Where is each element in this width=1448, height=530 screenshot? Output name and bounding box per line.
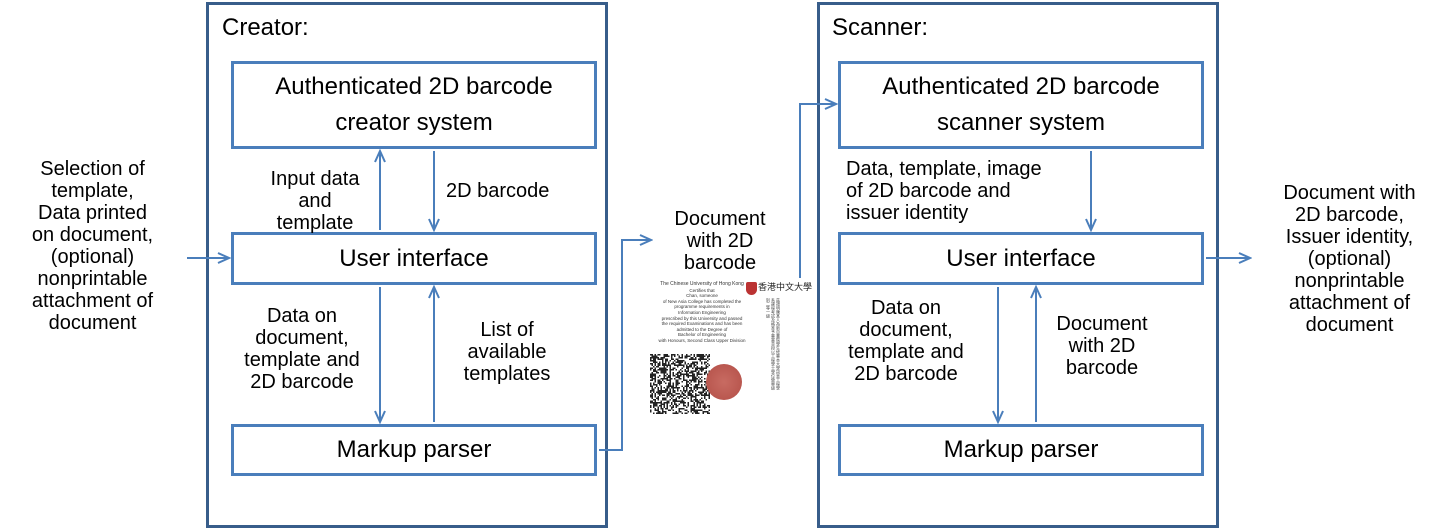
output-label-line: Document with: [1283, 182, 1416, 204]
middle-label-line: with 2D: [686, 230, 754, 252]
input-label-line: on document,: [31, 224, 154, 246]
input-label-line: document: [48, 312, 137, 334]
label-line: with 2D: [1068, 335, 1136, 357]
input-label-line: (optional): [50, 246, 135, 268]
creator-input-data-label: Input data and template: [256, 168, 374, 234]
doc-line: prescribed by this University and passed: [661, 315, 743, 321]
doc-line: Bachelor of Engineering: [677, 332, 727, 338]
red-seal-icon: [706, 364, 742, 400]
document-thumbnail: The Chinese University of Hong Kong Cert…: [640, 278, 816, 420]
output-label-line: nonprintable: [1294, 270, 1405, 292]
label-line: Input data: [270, 168, 360, 190]
label-line: template: [276, 212, 354, 234]
label-line: List of: [480, 319, 534, 341]
creator-list-templates-label: List of available templates: [446, 319, 568, 385]
university-crest-icon: [746, 282, 757, 295]
creator-ui-box: User interface: [231, 232, 597, 285]
scanner-data-on-document-label: Data on document, template and 2D barcod…: [834, 297, 978, 385]
output-label: Document with 2D barcode, Issuer identit…: [1262, 182, 1437, 336]
label-line: 2D barcode: [250, 371, 354, 393]
label-line: template and: [244, 349, 360, 371]
output-label-line: attachment of: [1288, 292, 1411, 314]
doc-line: programme requirements in: [674, 304, 730, 310]
creator-system-box: Authenticated 2D barcode creator system: [231, 61, 597, 149]
label-line: barcode: [1065, 357, 1139, 379]
label-line: 2D barcode: [854, 363, 958, 385]
label-line: document,: [255, 327, 349, 349]
creator-title: Creator:: [222, 14, 309, 41]
creator-data-on-document-label: Data on document, template and 2D barcod…: [232, 305, 372, 393]
label-line: available: [467, 341, 547, 363]
doc-line: The Chinese University of Hong Kong: [660, 281, 744, 287]
middle-label: Document with 2D barcode: [655, 208, 785, 274]
doc-line: Information Engineering: [678, 309, 726, 315]
input-label-line: attachment of: [31, 290, 154, 312]
document-english-text: The Chinese University of Hong Kong Cert…: [654, 281, 750, 344]
input-label-line: Selection of: [40, 158, 145, 180]
scanner-data-template-label: Data, template, image of 2D barcode and …: [846, 158, 1042, 224]
label-line: and: [298, 190, 332, 212]
label-line: of 2D barcode and: [846, 180, 1011, 202]
output-label-line: document: [1305, 314, 1394, 336]
document-chinese-text: 茲證明陳某人為新亞書院學生修畢本大學訊息工程學系課程考試及格准予畢業並授以工程學…: [766, 298, 781, 390]
input-label-line: template,: [51, 180, 134, 202]
doc-line: Chan, someone: [686, 293, 718, 299]
scanner-title: Scanner:: [832, 14, 929, 41]
doc-line: with Honours, Second Class Upper Divisio…: [658, 337, 746, 343]
doc-line: of New Asia College has completed the: [662, 298, 742, 304]
scanner-document-label: Document with 2D barcode: [1040, 313, 1164, 379]
doc-line: Certifies that: [689, 287, 715, 293]
input-label-line: Data printed: [38, 202, 147, 224]
label-line: template and: [848, 341, 964, 363]
qr-barcode-icon: [650, 354, 710, 414]
scanner-system-line1: Authenticated 2D barcode: [882, 73, 1160, 100]
creator-system-line2: creator system: [335, 109, 493, 136]
input-label: Selection of template, Data printed on d…: [20, 158, 165, 334]
label-line: document,: [859, 319, 953, 341]
output-label-line: 2D barcode,: [1295, 204, 1404, 226]
output-label-line: (optional): [1307, 248, 1392, 270]
input-label-line: nonprintable: [37, 268, 148, 290]
creator-system-line1: Authenticated 2D barcode: [275, 73, 553, 100]
scanner-parser-box: Markup parser: [838, 424, 1204, 476]
doc-line: the required Examinations and has been: [661, 321, 743, 327]
creator-2d-barcode-label: 2D barcode: [446, 180, 550, 202]
label-line: issuer identity: [846, 202, 969, 224]
label-line: Data on: [266, 305, 338, 327]
label-line: Data, template, image: [846, 158, 1042, 180]
label-line: Data on: [870, 297, 942, 319]
creator-parser-box: Markup parser: [231, 424, 597, 476]
middle-label-line: barcode: [683, 252, 757, 274]
scanner-system-line2: scanner system: [936, 109, 1106, 136]
doc-line: admitted to the Degree of: [676, 326, 728, 332]
middle-label-line: Document: [674, 208, 766, 230]
document-chinese-title: 香港中文大學: [758, 282, 813, 292]
output-label-line: Issuer identity,: [1285, 226, 1414, 248]
scanner-ui-box: User interface: [838, 232, 1204, 285]
scanner-system-box: Authenticated 2D barcode scanner system: [838, 61, 1204, 149]
label-line: Document: [1056, 313, 1148, 335]
label-line: templates: [463, 363, 551, 385]
